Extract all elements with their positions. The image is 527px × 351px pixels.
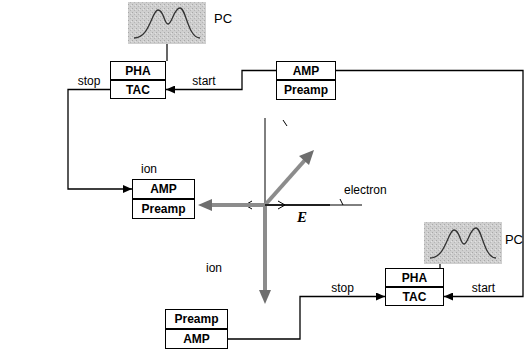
angle-mark [340, 199, 343, 205]
box-text: Preamp [141, 203, 185, 215]
signal-label: start [191, 75, 216, 87]
ion-track [263, 205, 267, 292]
spectrum-curve [134, 8, 200, 38]
particle-label: ion [140, 163, 158, 175]
amp-box: AMP [132, 179, 195, 199]
box-text: AMP [150, 183, 177, 195]
box-text: Preamp [174, 313, 218, 325]
box-text: Preamp [284, 84, 328, 96]
amp-box: AMP [165, 329, 228, 349]
field-vector [265, 204, 330, 206]
box-text: TAC [126, 84, 150, 96]
tac-box: TAC [385, 287, 444, 306]
signal-label: stop [77, 75, 102, 87]
preamp-box: Preamp [132, 199, 195, 219]
signal-wire [68, 90, 132, 190]
pc-display [424, 222, 502, 264]
signal-label: stop [330, 282, 355, 294]
electron-track [265, 160, 305, 205]
angle-mark [283, 120, 287, 126]
signal-label: start [471, 282, 496, 294]
box-text: AMP [183, 333, 210, 345]
electron-arrowhead [299, 150, 314, 165]
pc-display [128, 2, 206, 44]
box-text: AMP [293, 65, 320, 77]
signal-wire [166, 71, 276, 90]
preamp-box: Preamp [165, 309, 228, 329]
box-text: PHA [125, 65, 150, 77]
axis-line [265, 118, 266, 296]
box-text: PHA [402, 272, 427, 284]
pc-link [166, 44, 167, 61]
tac-box: TAC [110, 80, 166, 99]
computer-label: PC [213, 12, 233, 25]
ion-track [210, 203, 265, 207]
ion-arrowhead [259, 290, 271, 304]
pha-box: PHA [110, 61, 166, 80]
field-label: E [296, 210, 308, 225]
ion-arrowhead [198, 199, 212, 211]
computer-label: PC [504, 233, 524, 246]
preamp-box: Preamp [276, 80, 336, 100]
signal-wire [228, 297, 385, 340]
amp-box: AMP [276, 61, 336, 80]
signal-wire [336, 71, 523, 297]
pha-box: PHA [385, 268, 444, 287]
particle-label: electron [343, 184, 388, 196]
spectrum-curve [430, 228, 496, 258]
particle-label: ion [205, 262, 223, 274]
box-text: TAC [403, 291, 427, 303]
